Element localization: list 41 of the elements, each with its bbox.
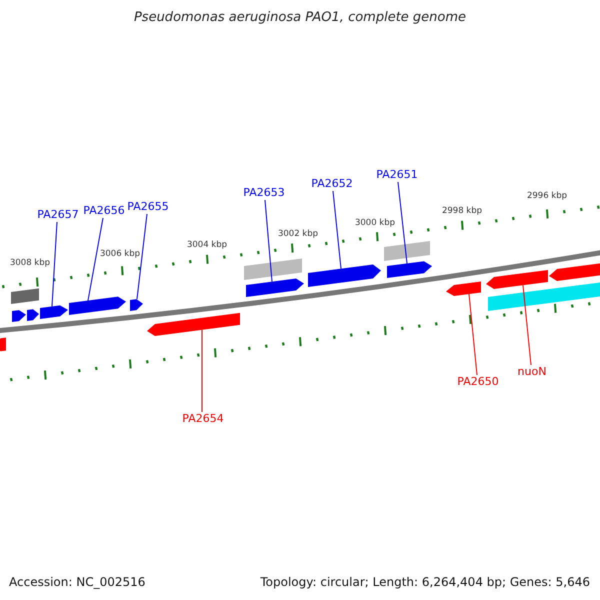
gene-label: PA2656 [83,205,125,216]
leader-line [52,222,58,307]
gene-feature [27,309,39,321]
leader-line [332,190,342,270]
leader-line [136,214,148,300]
leader-line [522,284,532,366]
title: Pseudomonas aeruginosa PAO1, complete genome [134,11,466,24]
gene-feature [446,281,481,296]
scale-label: 3004 kbp [186,241,228,250]
leader-line [398,182,408,264]
leader-line [264,200,272,282]
leader-line [468,294,478,376]
feature-bar [384,241,430,261]
gene-feature [308,264,381,287]
feature-bar [488,282,600,311]
leader-line [88,218,104,302]
scale-label: 2998 kbp [442,207,482,216]
scale-label: 3002 kbp [278,230,318,238]
feature-bar [244,258,302,280]
scale-label: 2996 kbp [526,192,568,200]
gene-label: PA2653 [243,187,285,198]
gene-feature [130,299,143,311]
feature-bar [11,288,39,304]
scale-label: 3008 kbp [10,259,50,268]
scale-label: 3006 kbp [100,250,140,258]
gene-feature [246,278,304,297]
gene-label: nuoN [518,366,546,377]
gene-label: PA2652 [311,178,353,189]
gene-label: PA2654 [182,413,224,424]
gene-label: PA2657 [37,209,79,220]
genome-info-note: Topology: circular; Length: 6,264,404 bp; Genes: 5,646 [260,576,590,588]
gene-feature [147,312,240,336]
gene-feature [486,270,548,289]
accession-note: Accession: NC_002516 [9,576,146,588]
gene-label: PA2650 [457,376,499,387]
gene-feature [12,310,26,322]
gene-feature [387,261,432,278]
gene-label: PA2651 [376,169,418,180]
gene-label: PA2655 [127,201,169,212]
scale-label: 3000 kbp [354,219,396,228]
gene-feature [0,338,6,352]
